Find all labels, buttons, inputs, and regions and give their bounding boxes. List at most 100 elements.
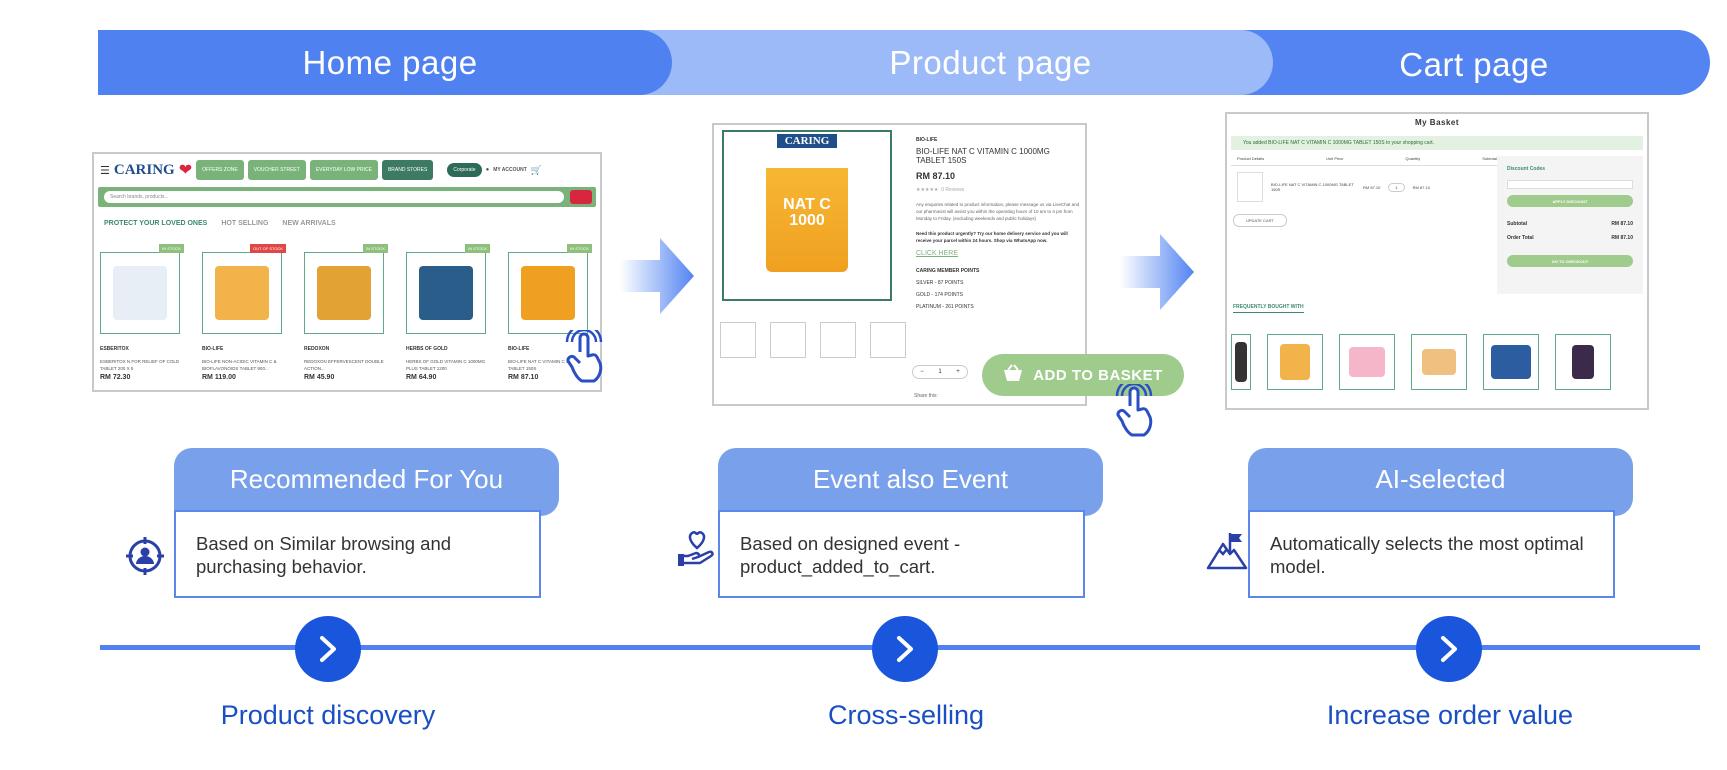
tab-new-arrivals: NEW ARRIVALS [282,220,336,227]
banner-product-page: Product page [558,30,1273,95]
home-tabs: PROTECT YOUR LOVED ONES HOT SELLING NEW … [104,220,336,227]
points-gold: GOLD - 174 POINTS [916,292,963,298]
cart-icon: 🛒 [530,164,543,175]
heart-icon: ❤ [178,162,193,179]
target-user-icon [126,537,164,575]
fbt-item [1267,334,1323,390]
product-name: ESBERITOX N FOR RELIEF OF COLD TABLET 20… [100,359,180,371]
product-enquiry-text: Any enquiries related to product informa… [916,202,1080,221]
cart-item-qty: 1 [1388,182,1405,192]
fbt-item [1555,334,1611,390]
stock-badge: IN STOCK [567,244,592,253]
tap-hand-icon [1115,384,1153,437]
product-image [406,252,486,334]
product-name: BIO-LIFE NAT C VITAMIN C 1000MG TABLET 1… [508,359,584,371]
stock-badge: IN STOCK [159,244,184,253]
home-page-screenshot: ☰ CARING ❤ OFFERS ZONE VOUCHER STREET EV… [92,152,602,392]
flow-banner: Cart page Product page Home page [98,30,1710,95]
user-icon: ● [485,167,490,173]
product-name: BIO-LIFE NON-ACIDIC VITAMIN C & BIOFLAVO… [202,359,277,371]
product-price: RM 72.30 [100,374,131,381]
search-input: Search brands, products... [104,191,564,203]
label-cross-selling: Cross-selling [827,700,985,730]
frequently-bought-title: FREQUENTLY BOUGHT WITH [1233,304,1304,313]
product-image [100,252,180,334]
added-message: You added BIO-LIFE NAT C VITAMIN C 1000M… [1231,136,1643,150]
product-card: IN STOCK REDOXON REDOXON EFFERVESCENT DOUB… [304,244,388,381]
add-to-basket-label: ADD TO BASKET [1033,366,1163,384]
stock-badge: IN STOCK [363,244,388,253]
product-brand: HERBS OF GOLD [406,346,448,352]
points-platinum: PLATINUM - 261 POINTS [916,304,974,310]
menu-icon: ☰ [100,164,110,177]
product-info: BIO-LIFE BIO-LIFE NAT C VITAMIN C 1000MG… [916,137,1081,313]
chevron-right-icon [897,636,913,662]
card-title: Event also Event [718,448,1103,516]
product-image [202,252,282,334]
update-cart-button: UPDATE CART [1233,214,1287,227]
share-row: Share this: [914,393,938,399]
product-card: IN STOCK HERBS OF GOLD HERBS OF GOLD VITAM… [406,244,490,381]
cart-item-image [1237,172,1263,202]
nav-voucher: VOUCHER STREET [247,160,306,180]
product-delivery-text: Need this product urgently? Try our home… [916,231,1068,243]
hand-heart-icon [678,531,714,566]
label-product-discovery: Product discovery [220,700,436,730]
product-name: REDOXON EFFERVESCENT DOUBLE ACTION... [304,359,384,371]
caring-logo: CARING [776,134,838,148]
tap-hand-icon [565,330,603,383]
product-reviews: ★★★★★ 0 Reviews [916,187,965,193]
thumb [870,322,906,358]
banner-home-page: Home page [98,30,672,95]
related-thumbs [720,322,906,358]
card-event: Event also Event Based on designed event… [718,448,1103,598]
timeline-step-1 [295,616,361,682]
fbt-item [1339,334,1395,390]
card-title: AI-selected [1248,448,1633,516]
product-price: RM 119.00 [202,374,236,381]
product-main-image: CARING NAT C 1000 [722,130,892,301]
flow-arrow-icon [620,238,694,314]
frequently-bought-list [1231,334,1611,390]
points-silver: SILVER - 87 POINTS [916,280,964,286]
home-header: ☰ CARING ❤ OFFERS ZONE VOUCHER STREET EV… [94,154,600,186]
card-text: Based on Similar browsing and purchasing… [174,510,541,598]
card-text: Based on designed event - product_added_… [718,510,1085,598]
fbt-item [1411,334,1467,390]
chevron-right-icon [320,636,336,662]
product-card: IN STOCK ESBERITOX ESBERITOX N FOR RELIEF … [100,244,184,381]
search-bar: Search brands, products... [98,187,596,207]
chevron-right-icon [1441,636,1457,662]
cart-table: Product Details Unit Price Quantity Subt… [1231,156,1503,208]
cart-item-name: BIO-LIFE NAT C VITAMIN C 1000MG TABLET 1… [1271,182,1354,192]
nav-everyday: EVERYDAY LOW PRICE [309,160,378,180]
product-brand: REDOXON [304,346,330,352]
cart-item-subtotal: RM 87.10 [1412,184,1430,190]
basket-title: My Basket [1414,118,1460,127]
product-brand: ESBERITOX [100,346,129,352]
stock-badge: IN STOCK [465,244,490,253]
tab-hot-selling: HOT SELLING [221,220,269,227]
fbt-item [1231,334,1251,390]
timeline-step-3 [1416,616,1482,682]
checkout-button: GO TO CHECKOUT [1507,255,1633,267]
mountain-flag-icon [1206,533,1248,570]
add-to-basket-button[interactable]: ADD TO BASKET [982,354,1184,396]
stock-badge: OUT OF STOCK [250,244,286,253]
thumb [820,322,856,358]
product-name: HERBS OF GOLD VITAMIN C 1000MG PLUS TABL… [406,359,486,371]
product-card: OUT OF STOCK BIO-LIFE BIO-LIFE NON-ACIDIC … [202,244,286,381]
caring-logo: CARING [113,161,175,178]
quantity-stepper: −1+ [912,365,968,379]
product-brand: BIO-LIFE [202,346,224,352]
my-account: MY ACCOUNT [493,167,527,173]
basket-icon [1003,364,1023,386]
timeline-step-2 [872,616,938,682]
home-product-list: IN STOCK ESBERITOX ESBERITOX N FOR RELIEF … [100,244,596,381]
product-price: RM 64.90 [406,374,437,381]
cart-page-screenshot: My Basket You added BIO-LIFE NAT C VITAM… [1225,112,1649,410]
product-title: BIO-LIFE NAT C VITAMIN C 1000MG TABLET 1… [916,147,1050,165]
product-price: RM 45.90 [304,374,335,381]
